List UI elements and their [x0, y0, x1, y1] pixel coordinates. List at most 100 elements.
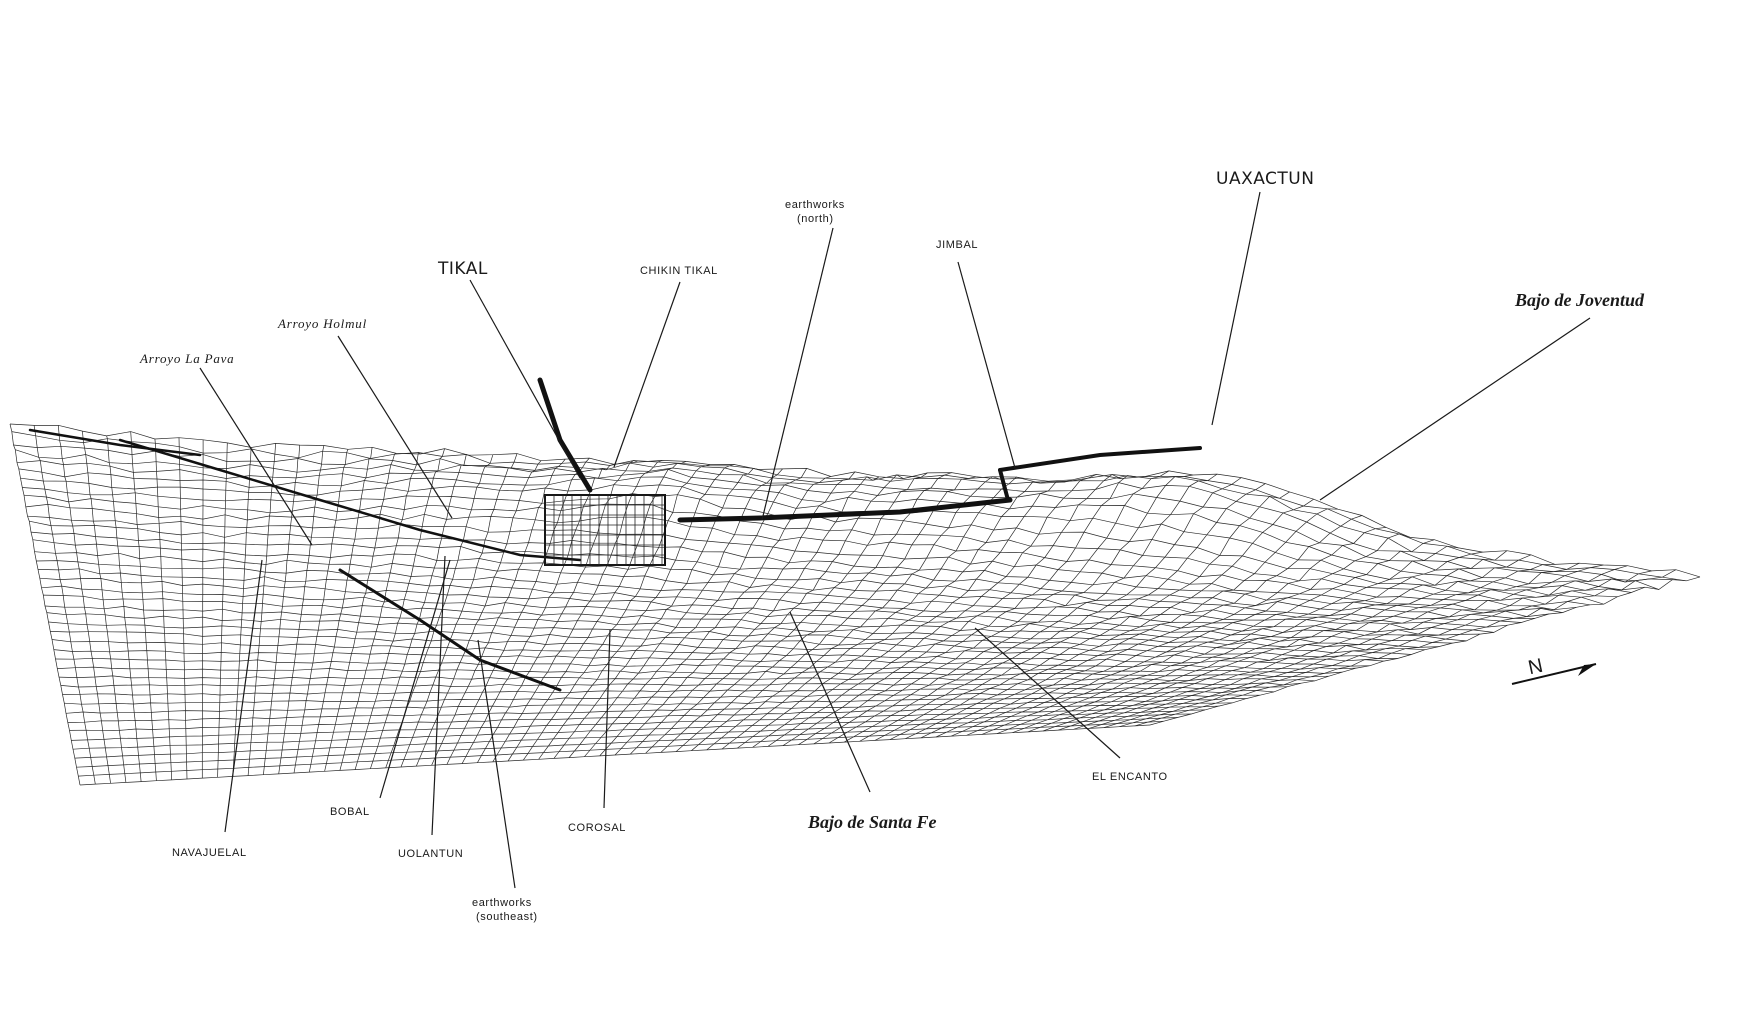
leader-bobal — [379, 559, 451, 799]
mesh-row-line — [34, 551, 1508, 628]
mesh-column-line — [308, 447, 373, 773]
mesh-column-line — [844, 473, 1218, 743]
leader-jimbal — [957, 261, 1016, 469]
terrain-wireframe-mesh — [9, 423, 1701, 786]
mesh-column-line — [492, 460, 663, 763]
mesh-column-line — [584, 468, 808, 757]
mesh-column-line — [178, 437, 188, 780]
leader-chikin-tikal — [613, 281, 681, 468]
place-labels: UAXACTUN TIKAL CHIKIN TIKAL earthworks (… — [139, 169, 1645, 923]
leader-tikal — [469, 279, 581, 479]
mesh-column-line — [154, 438, 173, 780]
mesh-column-line — [691, 476, 976, 751]
mesh-row-line — [25, 504, 1577, 611]
mesh-column-line — [461, 463, 614, 764]
mesh-column-line — [721, 476, 1025, 750]
mesh-column-line — [767, 474, 1097, 747]
mesh-column-line — [538, 464, 735, 760]
mesh-column-line — [339, 451, 421, 771]
arroyo-holmul-channel — [118, 438, 582, 562]
mesh-column-line — [568, 468, 783, 758]
mesh-column-line — [1012, 551, 1483, 734]
mesh-column-line — [1103, 565, 1628, 728]
mesh-column-line — [400, 453, 518, 768]
label-chikin-tikal: CHIKIN TIKAL — [640, 265, 718, 277]
mesh-column-line — [828, 474, 1194, 744]
mesh-column-line — [737, 480, 1049, 749]
mesh-column-line — [1119, 570, 1652, 728]
mesh-column-line — [813, 470, 1170, 745]
label-tikal: TIKAL — [437, 259, 488, 279]
mesh-column-line — [675, 472, 952, 752]
mesh-column-line — [130, 431, 157, 781]
mesh-column-line — [263, 445, 301, 775]
mesh-column-line — [247, 443, 276, 776]
mesh-column-line — [706, 476, 1001, 751]
mesh-column-line — [507, 461, 687, 762]
mesh-column-line — [446, 457, 590, 765]
mesh-column-line — [82, 431, 127, 783]
label-earthworks-north-line2: (north) — [797, 213, 834, 225]
label-uolantun: UOLANTUN — [398, 848, 463, 860]
leader-uolantun — [431, 555, 446, 836]
leader-arroyo-holmul — [337, 335, 453, 519]
mesh-column-line — [630, 476, 880, 755]
map-features — [28, 377, 1202, 692]
label-arroyo-holmul: Arroyo Holmul — [277, 316, 367, 331]
mesh-row-line — [36, 560, 1494, 633]
mesh-column-line — [201, 439, 204, 779]
mesh-column-line — [874, 483, 1266, 741]
mesh-column-line — [782, 474, 1121, 746]
label-jimbal: JIMBAL — [936, 239, 978, 251]
leader-earthworks-north — [761, 227, 834, 521]
mesh-column-line — [106, 435, 142, 782]
mesh-column-line — [905, 498, 1314, 740]
mesh-row-line — [43, 594, 1439, 648]
mesh-row-line — [16, 460, 1646, 591]
mesh-column-line — [33, 425, 96, 785]
tikal-central-ridge — [537, 377, 593, 493]
mesh-column-line — [523, 464, 711, 761]
north-arrow-icon: N — [1511, 655, 1597, 685]
mesh-column-line — [951, 527, 1387, 737]
north-arrow-letter: N — [1526, 655, 1545, 680]
mesh-row-line — [58, 675, 1316, 682]
leader-bajo-de-joventud — [1319, 317, 1591, 501]
label-el-encanto: EL ENCANTO — [1092, 771, 1168, 783]
mesh-column-line — [1088, 564, 1604, 729]
mesh-column-line — [1149, 576, 1701, 726]
label-navajuelal: NAVAJUELAL — [172, 847, 247, 859]
leader-corosal — [603, 629, 611, 809]
label-earthworks-southeast-line2: (southeast) — [476, 911, 538, 923]
label-bobal: BOBAL — [330, 806, 370, 818]
label-earthworks-north-line1: earthworks — [785, 199, 845, 211]
mesh-column-line — [920, 508, 1338, 739]
mesh-row-line — [23, 494, 1591, 606]
mesh-column-line — [660, 472, 928, 753]
mesh-column-line — [981, 539, 1435, 735]
mesh-column-line — [996, 545, 1459, 734]
mesh-column-line — [217, 442, 228, 778]
label-corosal: COROSAL — [568, 822, 626, 834]
mesh-column-line — [798, 475, 1145, 745]
mesh-column-line — [935, 515, 1363, 738]
mesh-column-line — [232, 447, 252, 777]
label-bajo-de-santa-fe: Bajo de Santa Fe — [807, 812, 937, 832]
arroyo-la-pava-channel — [28, 428, 202, 457]
earthworks-southeast-line — [338, 568, 562, 692]
mesh-row-line — [9, 423, 1701, 578]
mesh-column-line — [1073, 562, 1580, 730]
leader-el-encanto — [974, 627, 1121, 759]
mesh-column-line — [324, 453, 397, 772]
label-earthworks-southeast-line1: earthworks — [472, 897, 532, 909]
mesh-column-line — [889, 491, 1290, 740]
mesh-column-line — [9, 423, 81, 786]
mesh-column-line — [415, 460, 542, 767]
mesh-column-line — [1027, 550, 1508, 733]
leader-bajo-de-santa-fe — [789, 611, 871, 793]
mesh-column-line — [354, 448, 445, 770]
mesh-column-line — [614, 471, 856, 756]
mesh-column-line — [293, 449, 349, 774]
mesh-column-line — [1042, 554, 1532, 732]
